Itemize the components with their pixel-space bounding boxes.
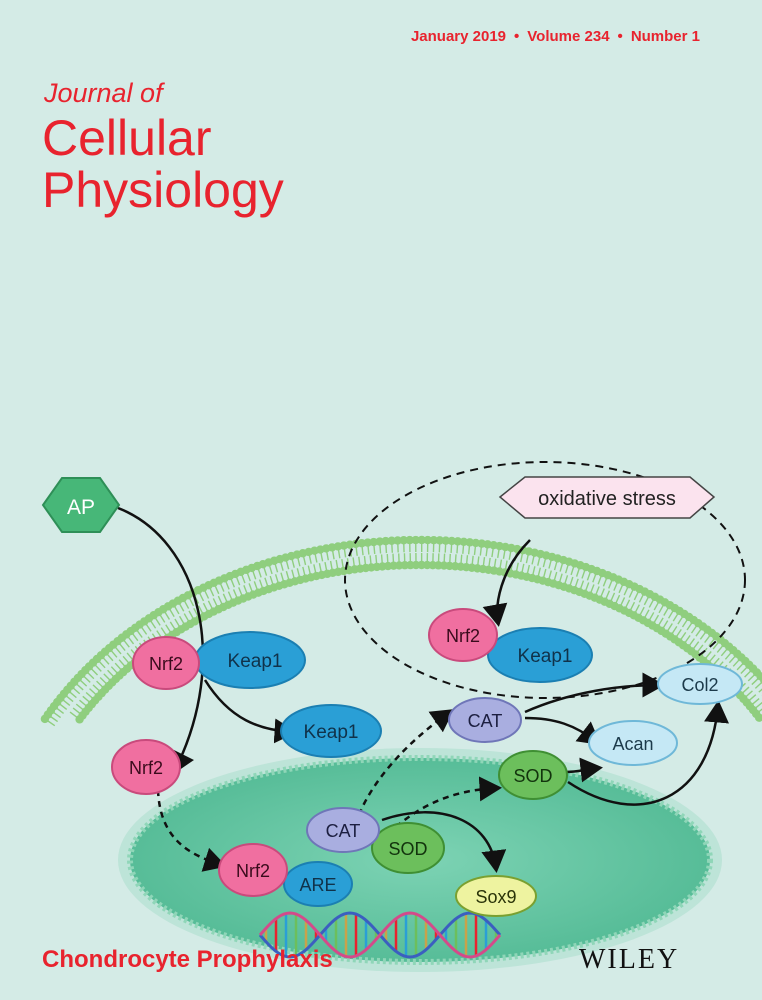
sod-label: SOD [513, 766, 552, 786]
ap-hexagon: AP [41, 477, 121, 533]
sox9-label: Sox9 [475, 887, 516, 907]
keap1-label: Keap1 [518, 646, 573, 667]
acan-label: Acan [612, 734, 653, 754]
nrf2-free: Nrf2 [111, 739, 181, 795]
issue-number: Number 1 [630, 28, 700, 45]
sox9: Sox9 [455, 875, 537, 917]
are-label: ARE [299, 875, 336, 895]
publisher-logo: WILEY [579, 944, 680, 975]
nrf2-label: Nrf2 [149, 654, 183, 674]
oxidative-stress-region [344, 461, 746, 699]
issue-date: January 2019 [410, 28, 507, 45]
nrf2-keap1-complex-stress: Keap1 Nrf2 [428, 608, 593, 683]
dna-helix [258, 911, 502, 959]
keap1-label: Keap1 [304, 722, 359, 743]
keap1-label: Keap1 [228, 651, 283, 672]
cat-cytoplasm: CAT [448, 697, 522, 743]
nucleus-complex: SOD CAT ARE Nrf2 [218, 807, 445, 907]
issue-separator: • [514, 28, 520, 45]
issue-line: January 2019 • Volume 234 • Number 1 [411, 28, 700, 45]
cat-label: CAT [468, 711, 503, 731]
journal-title-line1: Journal of [44, 78, 163, 108]
nrf2-label: Nrf2 [446, 626, 480, 646]
nrf2-keap1-complex-membrane: Keap1 Nrf2 [132, 631, 306, 690]
col2-label: Col2 [681, 675, 718, 695]
nrf2-label: Nrf2 [236, 861, 270, 881]
cat-label: CAT [326, 821, 361, 841]
ap-label: AP [67, 496, 95, 519]
col2: Col2 [657, 663, 743, 705]
acan: Acan [588, 720, 678, 766]
cover-feature-title: Chondrocyte Prophylaxis [42, 946, 333, 973]
sod-label: SOD [388, 839, 427, 859]
oxidative-stress-box: oxidative stress [498, 476, 716, 519]
sod-cytoplasm: SOD [498, 750, 568, 800]
journal-title-line2: Cellular [42, 110, 212, 166]
nrf2-label: Nrf2 [129, 758, 163, 778]
journal-title-line3: Physiology [42, 162, 284, 218]
keap1-free: Keap1 [280, 704, 382, 758]
issue-volume: Volume 234 [527, 28, 610, 45]
oxidative-stress-label: oxidative stress [538, 488, 676, 510]
issue-separator: • [617, 28, 623, 45]
cell-membrane [40, 535, 762, 727]
